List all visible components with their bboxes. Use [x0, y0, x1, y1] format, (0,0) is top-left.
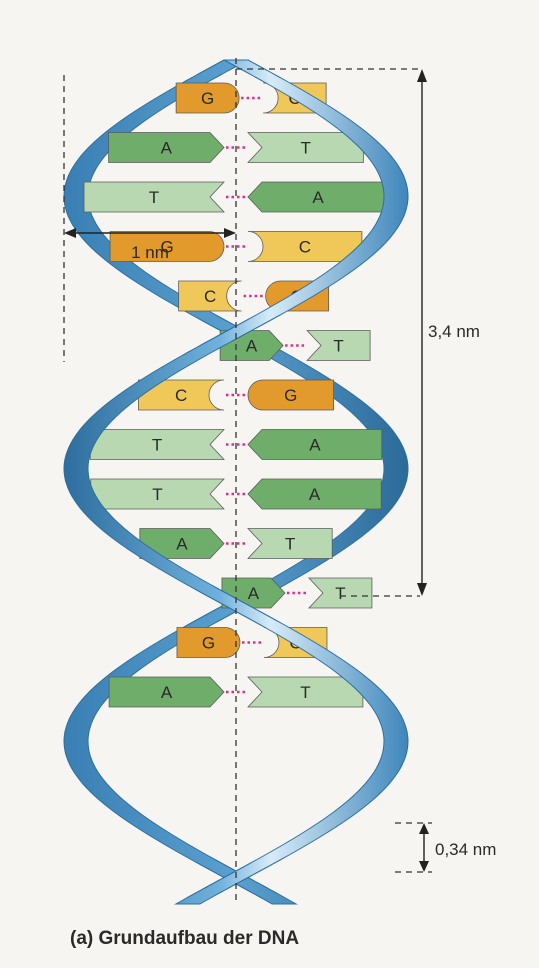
base-label: T — [333, 337, 343, 356]
base-label: T — [149, 188, 159, 207]
base-label: G — [201, 89, 214, 108]
base-G: G — [248, 380, 334, 410]
base-T: T — [84, 182, 224, 212]
base-G: G — [176, 83, 239, 113]
base-label: A — [309, 485, 321, 504]
base-A: A — [248, 182, 388, 212]
base-label: C — [204, 287, 216, 306]
base-C: C — [179, 281, 242, 311]
base-T: T — [248, 677, 363, 707]
base-label: T — [335, 584, 345, 603]
figure-caption: (a) Grundaufbau der DNA — [70, 928, 299, 950]
rise-dimension-label: 0,34 nm — [435, 840, 496, 859]
pitch-dimension — [417, 69, 427, 596]
base-label: T — [301, 139, 311, 158]
base-label: C — [299, 238, 311, 257]
base-label: A — [248, 584, 260, 603]
base-label: A — [176, 535, 188, 554]
base-G: G — [177, 628, 240, 658]
base-label: A — [246, 337, 258, 356]
base-label: A — [309, 436, 321, 455]
base-label: G — [202, 634, 215, 653]
base-T: T — [90, 430, 224, 460]
width-dimension-label: 1 nm — [131, 243, 169, 262]
base-T: T — [91, 479, 224, 509]
base-T: T — [307, 331, 370, 361]
base-label: A — [312, 188, 324, 207]
base-T: T — [309, 578, 372, 608]
base-T: T — [248, 133, 363, 163]
base-T: T — [248, 529, 332, 559]
base-A: A — [109, 677, 224, 707]
pitch-dimension-label: 3,4 nm — [428, 322, 480, 341]
base-label: T — [285, 535, 295, 554]
rise-dimension — [419, 823, 429, 872]
base-label: T — [152, 436, 162, 455]
base-C: C — [248, 232, 362, 262]
base-label: A — [161, 683, 173, 702]
base-label: T — [152, 485, 162, 504]
base-A: A — [109, 133, 224, 163]
base-label: A — [161, 139, 173, 158]
base-label: T — [300, 683, 310, 702]
base-A: A — [248, 479, 381, 509]
base-A: A — [248, 430, 382, 460]
base-label: C — [175, 386, 187, 405]
base-label: G — [284, 386, 297, 405]
